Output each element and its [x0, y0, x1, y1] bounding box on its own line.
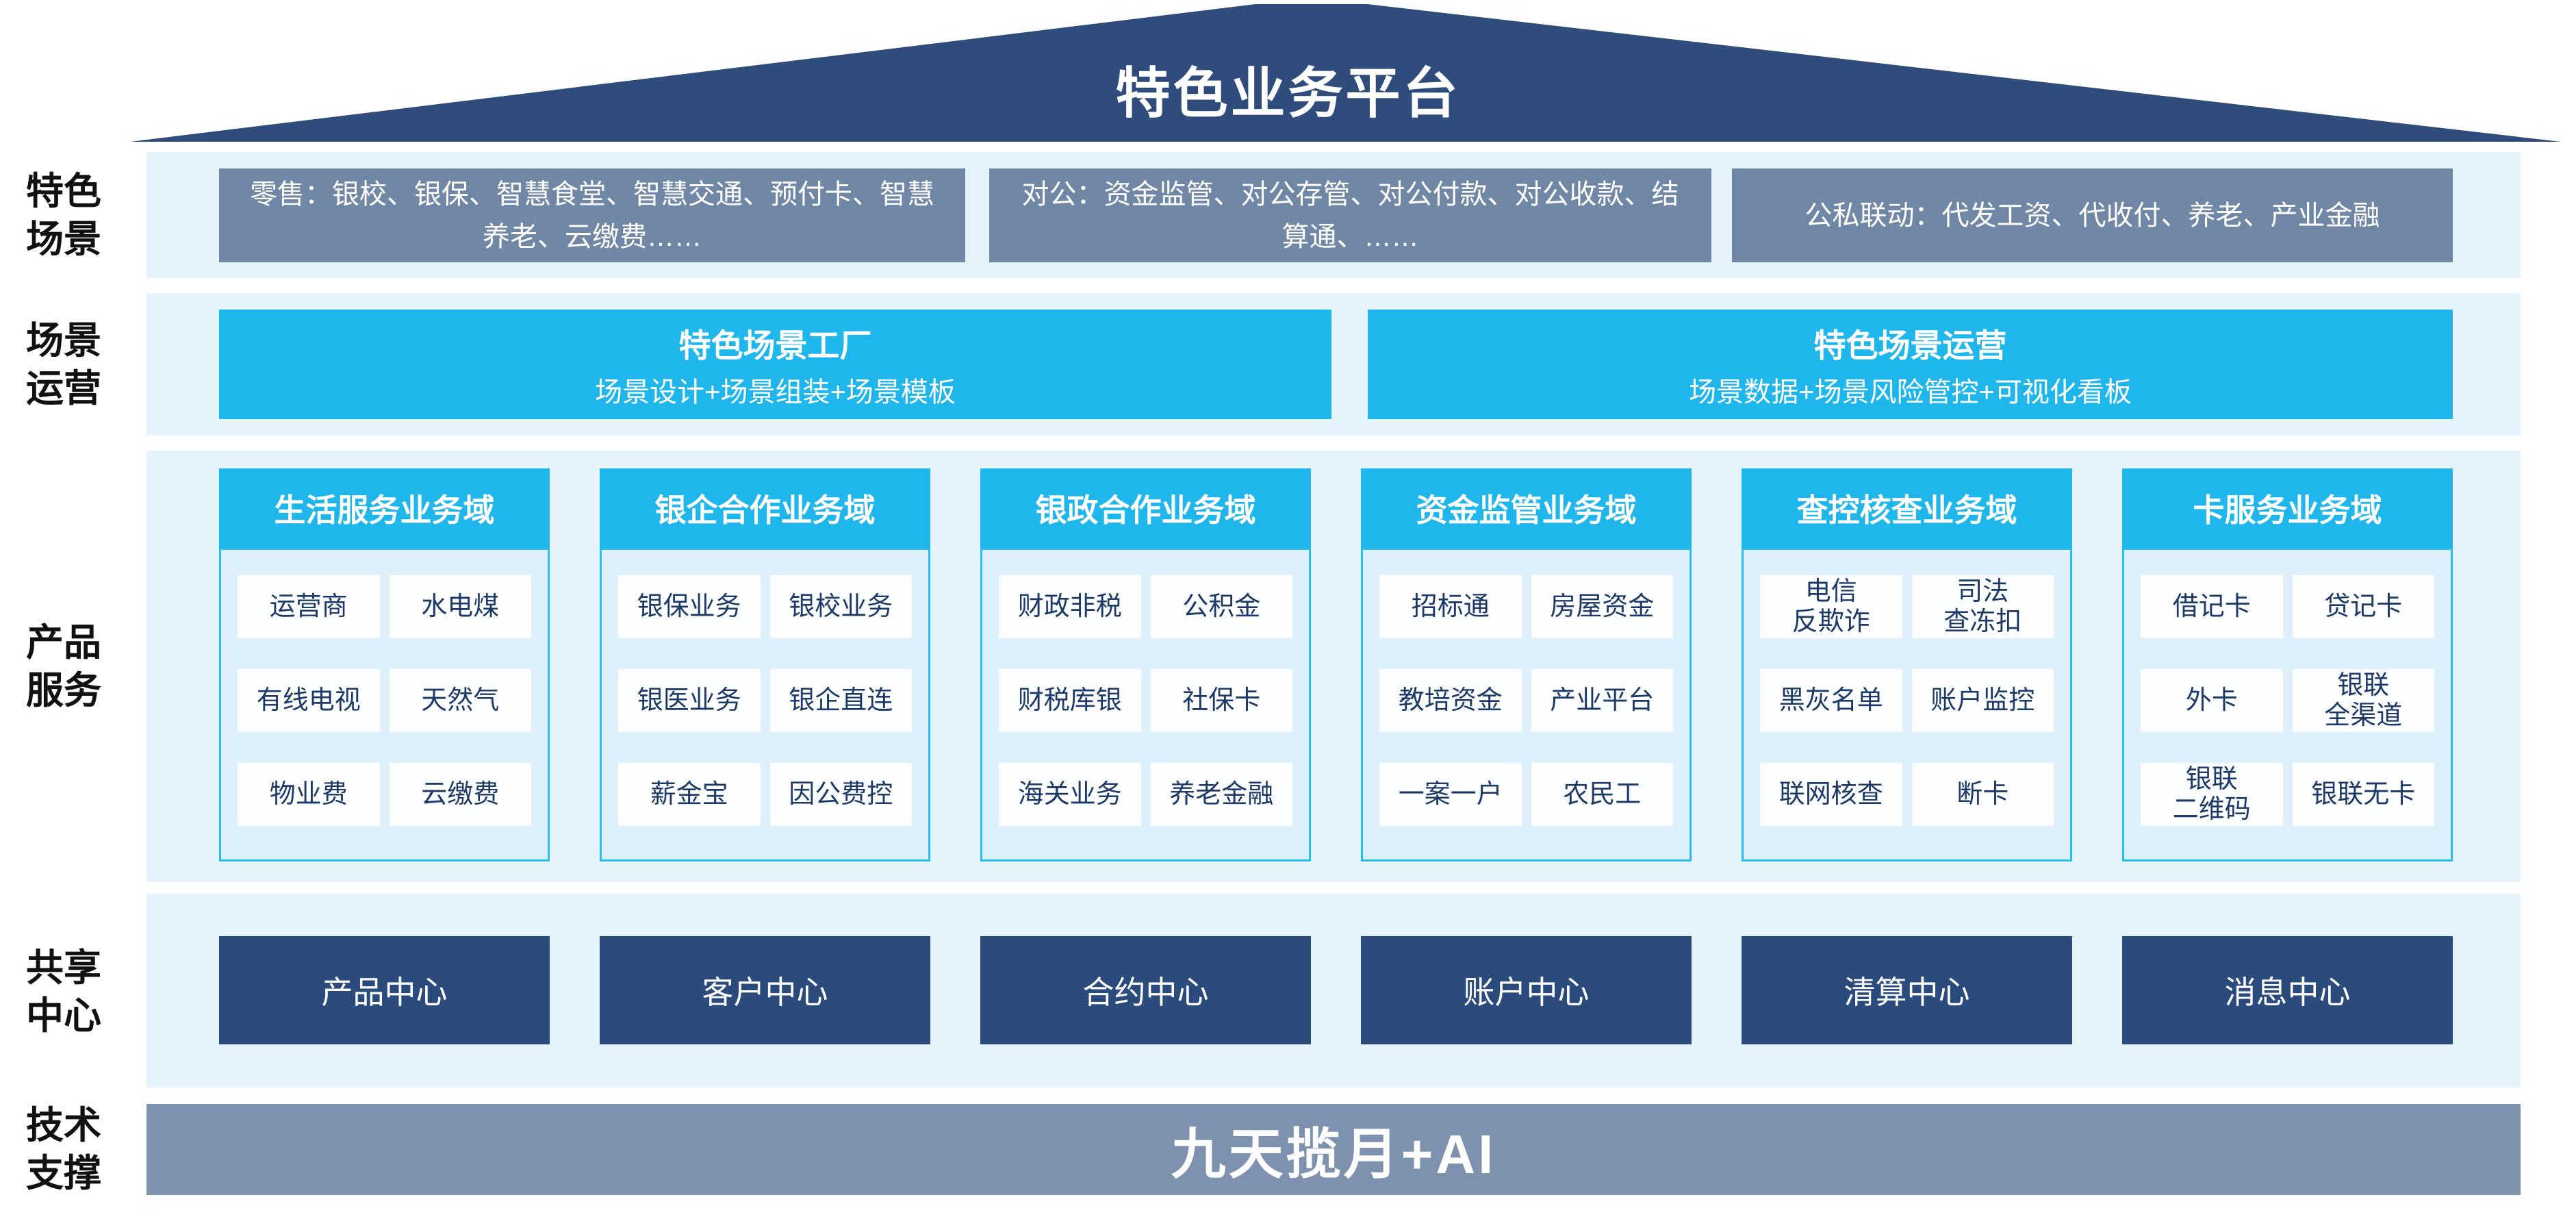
domain-cell: 银联 全渠道 — [2292, 669, 2434, 732]
ops-box-title: 特色场景工厂 — [678, 327, 872, 364]
domain-cell: 产业平台 — [1531, 669, 1673, 732]
ops-row: 特色场景工厂 场景设计+场景组装+场景模板 特色场景运营 场景数据+场景风险管控… — [146, 293, 2521, 436]
center-box-product: 产品中心 — [219, 936, 550, 1044]
ops-box-scene-factory: 特色场景工厂 场景设计+场景组装+场景模板 — [219, 310, 1331, 419]
domain-column-inquiry-control: 查控核查业务域 电信 反欺诈 司法 查冻扣 黑灰名单 账户监控 联网核查 断卡 — [1742, 468, 2072, 862]
center-box-customer: 客户中心 — [600, 936, 930, 1044]
ops-box-subtitle: 场景设计+场景组装+场景模板 — [595, 377, 956, 408]
domain-cell: 电信 反欺诈 — [1760, 575, 1902, 638]
domain-cell: 水电煤 — [389, 575, 531, 638]
domain-body: 银保业务 银校业务 银医业务 银企直连 薪金宝 因公费控 — [600, 548, 930, 862]
platform-title: 特色业务平台 — [1115, 63, 1461, 124]
domain-cell: 断卡 — [1911, 763, 2054, 826]
side-label-line: 特色 — [25, 170, 101, 212]
domain-cell: 房屋资金 — [1531, 575, 1673, 638]
domain-cell: 云缴费 — [389, 763, 531, 826]
side-label-products: 产品 服务 — [12, 618, 115, 714]
center-box-account: 账户中心 — [1361, 936, 1692, 1044]
center-box-message: 消息中心 — [2122, 936, 2453, 1044]
domain-column-card-services: 卡服务业务域 借记卡 贷记卡 外卡 银联 全渠道 银联 二维码 银联无卡 — [2122, 468, 2453, 862]
tech-support-label: 九天揽月+AI — [1171, 1123, 1496, 1185]
domain-column-life-services: 生活服务业务域 运营商 水电煤 有线电视 天然气 物业费 云缴费 — [219, 468, 550, 862]
domain-header: 资金监管业务域 — [1361, 468, 1692, 548]
side-label-line: 服务 — [25, 669, 101, 712]
domain-cell: 司法 查冻扣 — [1911, 575, 2054, 638]
domain-cell: 养老金融 — [1150, 763, 1292, 826]
domain-header: 银企合作业务域 — [600, 468, 930, 548]
domain-cell: 运营商 — [238, 575, 380, 638]
ops-box-title: 特色场景运营 — [1813, 327, 2007, 364]
domain-body: 运营商 水电煤 有线电视 天然气 物业费 云缴费 — [219, 548, 550, 862]
domain-cell: 财税库银 — [999, 669, 1141, 732]
domain-column-fund-supervision: 资金监管业务域 招标通 房屋资金 教培资金 产业平台 一案一户 农民工 — [1361, 468, 1692, 862]
scene-box-public-private: 公私联动：代发工资、代收付、养老、产业金融 — [1732, 168, 2453, 262]
domain-column-bank-enterprise: 银企合作业务域 银保业务 银校业务 银医业务 银企直连 薪金宝 因公费控 — [600, 468, 930, 862]
domain-cell: 物业费 — [238, 763, 380, 826]
domain-cell: 外卡 — [2141, 669, 2283, 732]
domain-cell: 黑灰名单 — [1760, 669, 1902, 732]
domain-cell: 薪金宝 — [618, 763, 761, 826]
side-label-line: 产品 — [25, 621, 101, 664]
products-row: 生活服务业务域 运营商 水电煤 有线电视 天然气 物业费 云缴费 银企合作业务域… — [146, 451, 2521, 882]
scene-row: 零售：银校、银保、智慧食堂、智慧交通、预付卡、智慧养老、云缴费…… 对公：资金监… — [146, 152, 2521, 278]
side-label-tech-support: 技术 支撑 — [12, 1101, 115, 1197]
scene-box-corporate: 对公：资金监管、对公存管、对公付款、对公收款、结算通、…… — [989, 168, 1711, 262]
domain-cell: 贷记卡 — [2292, 575, 2434, 638]
ops-box-subtitle: 场景数据+场景风险管控+可视化看板 — [1689, 377, 2132, 408]
side-label-scene: 特色 场景 — [12, 167, 115, 263]
side-label-line: 技术 — [25, 1104, 101, 1146]
side-label-line: 中心 — [25, 994, 101, 1037]
domain-cell: 银保业务 — [618, 575, 761, 638]
side-label-line: 运营 — [25, 367, 101, 410]
domain-header: 银政合作业务域 — [980, 468, 1311, 548]
center-box-clearing: 清算中心 — [1742, 936, 2072, 1044]
domain-cell: 银校业务 — [769, 575, 912, 638]
side-label-scene-ops: 场景 运营 — [12, 316, 115, 412]
side-label-shared-center: 共享 中心 — [12, 944, 115, 1040]
domain-header: 生活服务业务域 — [219, 468, 550, 548]
domain-cell: 天然气 — [389, 669, 531, 732]
domain-body: 招标通 房屋资金 教培资金 产业平台 一案一户 农民工 — [1361, 548, 1692, 862]
side-label-line: 共享 — [25, 946, 101, 989]
domain-cell: 账户监控 — [1911, 669, 2054, 732]
domain-cell: 一案一户 — [1379, 763, 1522, 826]
domain-cell: 银医业务 — [618, 669, 761, 732]
domain-cell: 银企直连 — [769, 669, 912, 732]
domain-cell: 银联无卡 — [2292, 763, 2434, 826]
domain-body: 电信 反欺诈 司法 查冻扣 黑灰名单 账户监控 联网核查 断卡 — [1742, 548, 2072, 862]
center-box-contract: 合约中心 — [980, 936, 1311, 1044]
domain-cell: 因公费控 — [769, 763, 912, 826]
shared-center-row: 产品中心 客户中心 合约中心 账户中心 清算中心 消息中心 — [146, 894, 2521, 1088]
domain-cell: 社保卡 — [1150, 669, 1292, 732]
domain-cell: 有线电视 — [238, 669, 380, 732]
ops-box-scene-operation: 特色场景运营 场景数据+场景风险管控+可视化看板 — [1368, 310, 2453, 419]
domain-header: 卡服务业务域 — [2122, 468, 2453, 548]
domain-column-bank-government: 银政合作业务域 财政非税 公积金 财税库银 社保卡 海关业务 养老金融 — [980, 468, 1311, 862]
side-label-line: 支撑 — [25, 1152, 101, 1194]
domain-cell: 财政非税 — [999, 575, 1141, 638]
domain-body: 借记卡 贷记卡 外卡 银联 全渠道 银联 二维码 银联无卡 — [2122, 548, 2453, 862]
side-label-line: 场景 — [25, 218, 101, 260]
side-label-line: 场景 — [25, 319, 101, 362]
domain-cell: 教培资金 — [1379, 669, 1522, 732]
tech-support-bar: 九天揽月+AI — [146, 1104, 2521, 1195]
domain-cell: 海关业务 — [999, 763, 1141, 826]
domain-cell: 联网核查 — [1760, 763, 1902, 826]
domain-header: 查控核查业务域 — [1742, 468, 2072, 548]
domain-cell: 银联 二维码 — [2141, 763, 2283, 826]
scene-box-retail: 零售：银校、银保、智慧食堂、智慧交通、预付卡、智慧养老、云缴费…… — [219, 168, 965, 262]
domain-cell: 招标通 — [1379, 575, 1522, 638]
domain-body: 财政非税 公积金 财税库银 社保卡 海关业务 养老金融 — [980, 548, 1311, 862]
domain-cell: 公积金 — [1150, 575, 1292, 638]
domain-cell: 农民工 — [1531, 763, 1673, 826]
domain-cell: 借记卡 — [2141, 575, 2283, 638]
